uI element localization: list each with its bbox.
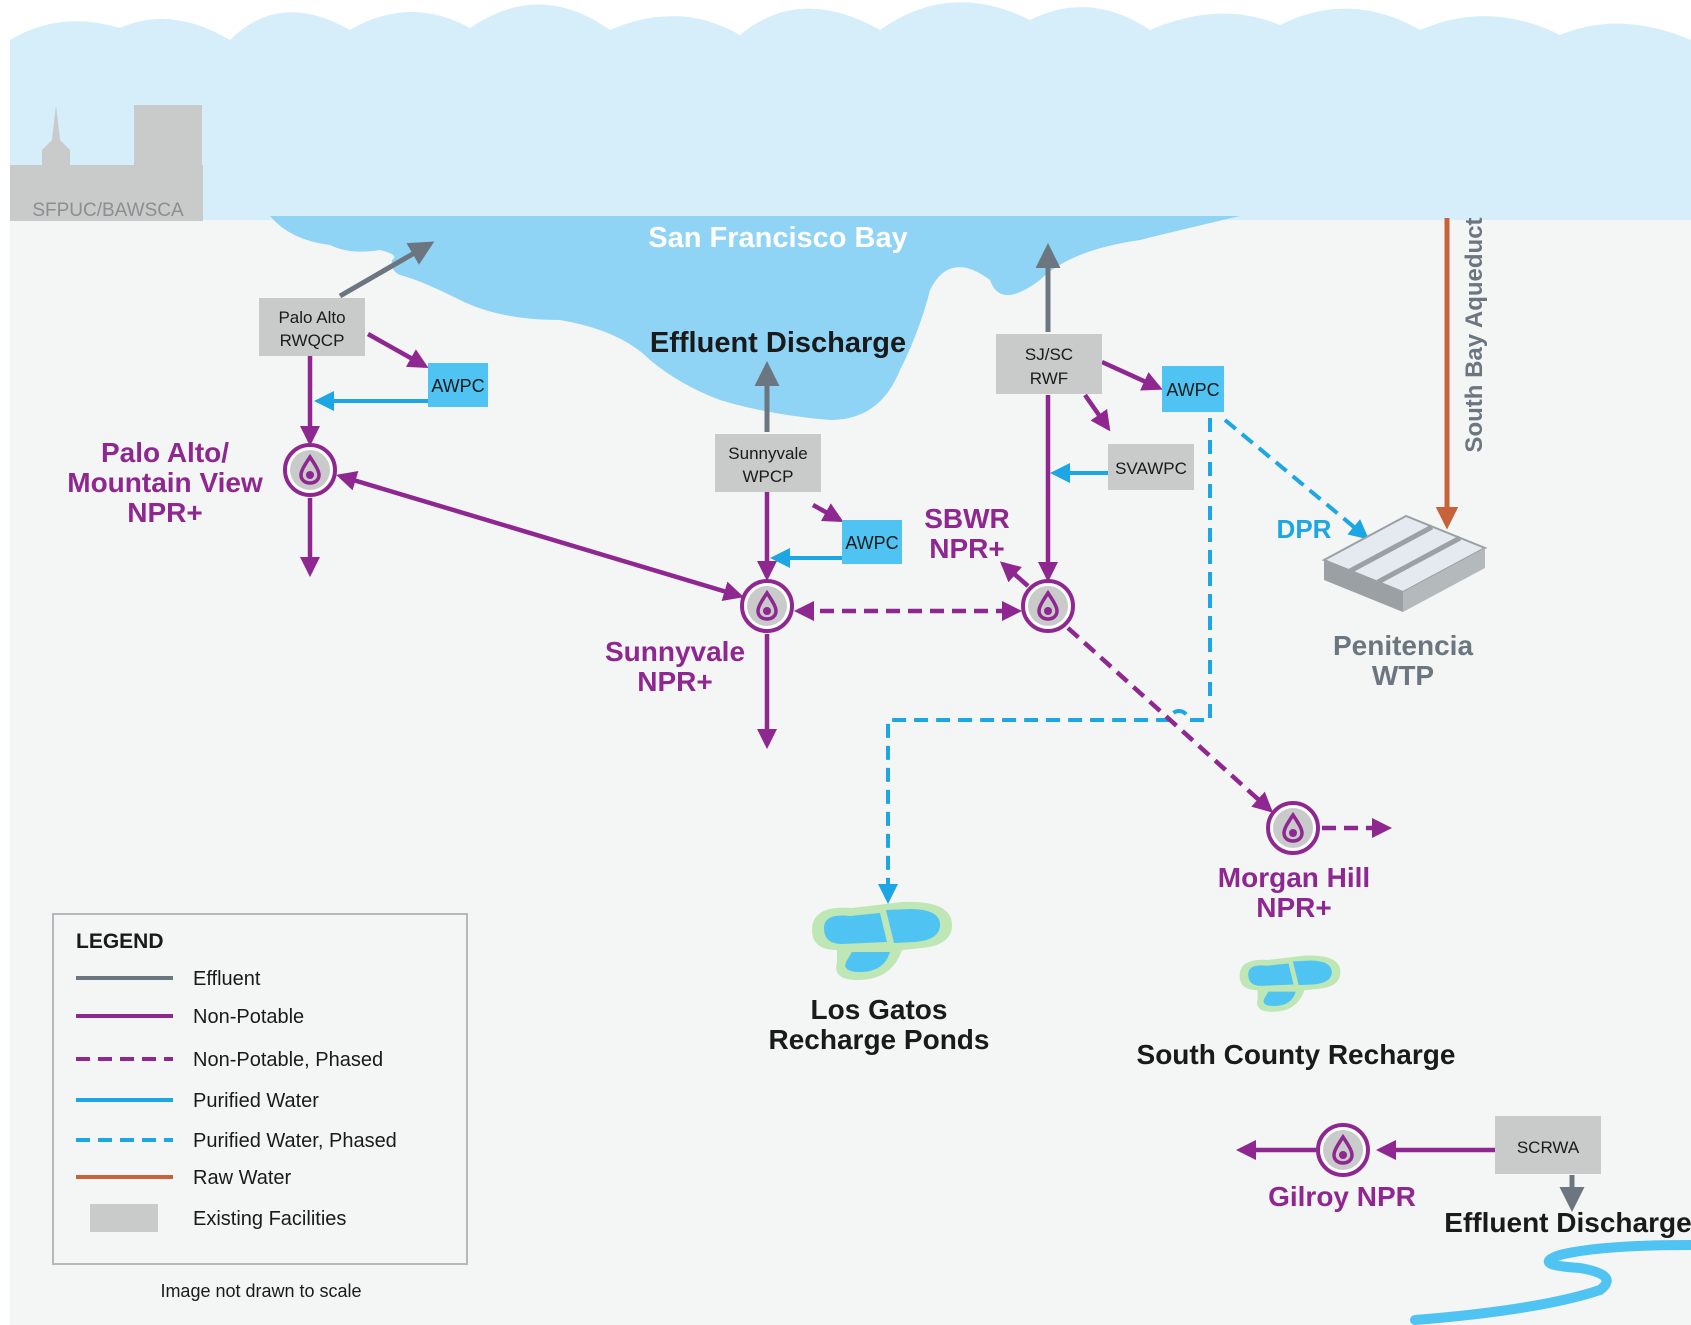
svg-text:RWQCP: RWQCP xyxy=(280,331,345,350)
nonpotable-lines xyxy=(299,332,1495,1161)
river xyxy=(1410,1240,1691,1325)
label-morgan-hill-npr: Morgan Hill NPR+ xyxy=(1218,862,1370,923)
svg-text:WPCP: WPCP xyxy=(743,467,794,486)
legend-item: Raw Water xyxy=(76,1167,292,1189)
legend-swatch xyxy=(90,1204,158,1232)
npr-sbwr-icon xyxy=(1021,579,1075,633)
label-sunnyvale-npr: Sunnyvale NPR+ xyxy=(605,636,745,697)
label-penitencia: Penitencia WTP xyxy=(1333,630,1473,691)
awpc-sunnyvale: AWPC xyxy=(842,520,902,564)
legend-label: Raw Water xyxy=(193,1167,292,1189)
effluent-lines xyxy=(338,241,1585,1212)
npr-morgan-hill-icon xyxy=(1266,801,1320,855)
legend-note: Image not drawn to scale xyxy=(160,1281,361,1301)
facility-palo-alto-rwqcp: Palo Alto RWQCP xyxy=(259,298,365,356)
facility-scrwa: SCRWA xyxy=(1495,1116,1601,1174)
label-palo-alto-npr: Palo Alto/ Mountain View NPR+ xyxy=(67,437,263,528)
legend-label: Non-Potable, Phased xyxy=(193,1049,383,1071)
legend-label: Purified Water, Phased xyxy=(193,1130,397,1152)
svg-text:Palo Alto: Palo Alto xyxy=(278,308,345,327)
facility-svawpc: SVAWPC xyxy=(1108,444,1194,490)
label-effluent-discharge-bottom: Effluent Discharge xyxy=(1444,1207,1691,1238)
svg-text:Recharge Ponds: Recharge Ponds xyxy=(769,1024,990,1055)
svg-text:SBWR: SBWR xyxy=(924,503,1010,534)
legend-title: LEGEND xyxy=(76,930,164,953)
facility-sjsc-rwf: SJ/SC RWF xyxy=(996,334,1102,394)
svg-text:WTP: WTP xyxy=(1372,660,1434,691)
purified-lines xyxy=(314,391,1110,568)
san-francisco-bay xyxy=(270,216,1240,420)
svg-text:NPR+: NPR+ xyxy=(127,497,202,528)
legend-item: Non-Potable, Phased xyxy=(76,1049,383,1071)
nonpotable-phased-lines xyxy=(793,600,1393,839)
legend-item: Non-Potable xyxy=(76,1006,304,1028)
svg-text:NPR+: NPR+ xyxy=(929,533,1004,564)
legend-label: Purified Water xyxy=(193,1090,319,1112)
svg-text:SVAWPC: SVAWPC xyxy=(1115,459,1187,478)
svg-text:Sunnyvale: Sunnyvale xyxy=(728,444,807,463)
city-skyline-icon xyxy=(10,105,203,221)
penitencia-wtp-icon xyxy=(1321,514,1488,612)
svg-text:AWPC: AWPC xyxy=(1166,380,1219,400)
svg-text:Sunnyvale: Sunnyvale xyxy=(605,636,745,667)
npr-gilroy-icon xyxy=(1316,1123,1370,1177)
label-south-county: South County Recharge xyxy=(1137,1039,1456,1070)
svg-text:AWPC: AWPC xyxy=(431,376,484,396)
npr-palo-alto-icon xyxy=(283,443,337,497)
legend-item: Existing Facilities xyxy=(90,1204,346,1232)
svg-text:NPR+: NPR+ xyxy=(637,666,712,697)
aqueduct-label: South Bay Aqueduct xyxy=(1461,217,1488,452)
effluent-discharge-top: Effluent Discharge xyxy=(650,327,906,359)
svg-text:Penitencia: Penitencia xyxy=(1333,630,1473,661)
cloud-bumps xyxy=(10,19,1691,210)
facility-sunnyvale-wpcp: Sunnyvale WPCP xyxy=(715,434,821,492)
label-gilroy-npr: Gilroy NPR xyxy=(1268,1181,1416,1212)
svg-text:RWF: RWF xyxy=(1030,369,1068,388)
city-label: SFPUC/BAWSCA xyxy=(32,200,184,221)
svg-text:Los Gatos: Los Gatos xyxy=(811,994,948,1025)
svg-text:SJ/SC: SJ/SC xyxy=(1025,345,1073,364)
legend-item: Effluent xyxy=(76,968,261,990)
legend-label: Non-Potable xyxy=(193,1006,304,1028)
awpc-palo-alto: AWPC xyxy=(428,363,488,407)
legend-label: Existing Facilities xyxy=(193,1208,346,1230)
label-dpr: DPR xyxy=(1277,514,1332,544)
npr-sunnyvale-icon xyxy=(740,579,794,633)
svg-text:AWPC: AWPC xyxy=(845,533,898,553)
svg-text:Palo Alto/: Palo Alto/ xyxy=(101,437,229,468)
label-los-gatos: Los Gatos Recharge Ponds xyxy=(769,994,990,1055)
legend-item: Purified Water, Phased xyxy=(76,1130,397,1152)
legend-item: Purified Water xyxy=(76,1090,319,1112)
legend-label: Effluent xyxy=(193,968,261,990)
label-sbwr-npr: SBWR NPR+ xyxy=(924,503,1010,564)
svg-text:Mountain View: Mountain View xyxy=(67,467,263,498)
svg-text:SCRWA: SCRWA xyxy=(1517,1138,1580,1157)
svg-text:Morgan Hill: Morgan Hill xyxy=(1218,862,1370,893)
svg-text:NPR+: NPR+ xyxy=(1256,892,1331,923)
bay-title: San Francisco Bay xyxy=(648,222,908,254)
awpc-sjsc: AWPC xyxy=(1162,366,1224,412)
